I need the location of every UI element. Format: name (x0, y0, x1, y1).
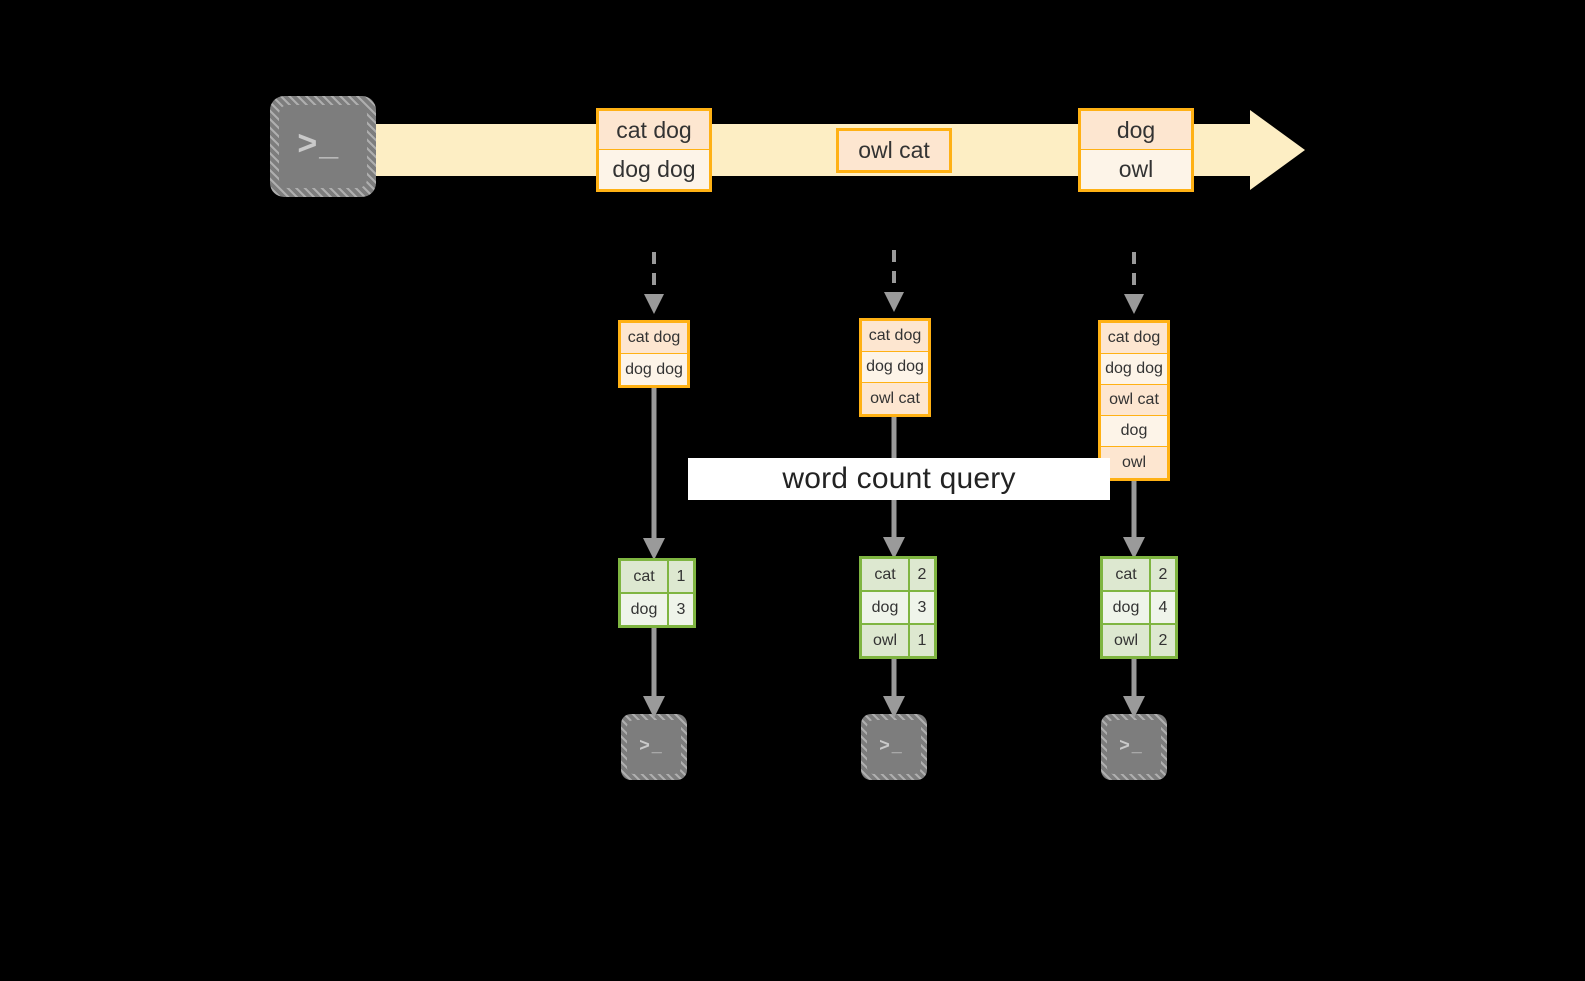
sink-terminal-2[interactable]: >_ (861, 714, 927, 780)
terminal-prompt-icon: >_ (297, 124, 341, 163)
terminal-screen (1107, 720, 1161, 774)
result-table-2[interactable]: cat 2 dog 3 owl 1 (859, 556, 937, 659)
result-word: dog (621, 594, 669, 625)
result-word: cat (621, 561, 669, 592)
result-word: dog (862, 592, 910, 623)
result-word: owl (1103, 625, 1151, 656)
result-table-1[interactable]: cat 1 dog 3 (618, 558, 696, 628)
record-line: cat dog (599, 111, 709, 150)
record-line: cat dog (621, 323, 687, 354)
dashed-connector-1 (638, 252, 670, 327)
dashed-connector-2 (878, 250, 910, 325)
terminal-prompt-icon: >_ (879, 735, 904, 756)
record-line: dog (1101, 416, 1167, 447)
record-line: owl (1081, 150, 1191, 189)
stream-batch-2[interactable]: owl cat (836, 128, 952, 173)
output-connector-3 (1118, 652, 1150, 727)
result-count: 4 (1151, 592, 1175, 623)
result-count: 3 (910, 592, 934, 623)
result-word: cat (862, 559, 910, 590)
result-count: 1 (669, 561, 693, 592)
dashed-connector-3 (1118, 252, 1150, 327)
table-row: cat 2 (862, 559, 934, 592)
result-count: 3 (669, 594, 693, 625)
stream-batch-3[interactable]: dog owl (1078, 108, 1194, 192)
result-count: 2 (910, 559, 934, 590)
snapshot-box-1[interactable]: cat dog dog dog (618, 320, 690, 388)
query-connector-1 (638, 382, 670, 569)
table-row: dog 4 (1103, 592, 1175, 625)
table-row: dog 3 (621, 594, 693, 625)
record-line: dog dog (599, 150, 709, 189)
result-word: owl (862, 625, 910, 656)
source-terminal[interactable]: >_ (270, 96, 376, 197)
record-line: owl (1101, 447, 1167, 478)
table-row: cat 2 (1103, 559, 1175, 592)
terminal-prompt-icon: >_ (639, 735, 664, 756)
record-line: dog dog (862, 352, 928, 383)
table-row: dog 3 (862, 592, 934, 625)
result-count: 2 (1151, 625, 1175, 656)
output-connector-1 (638, 622, 670, 727)
record-line: cat dog (862, 321, 928, 352)
record-line: owl cat (1101, 385, 1167, 416)
terminal-screen (867, 720, 921, 774)
query-label-band: word count query (688, 458, 1110, 500)
query-label-text: word count query (782, 462, 1016, 495)
snapshot-box-3[interactable]: cat dog dog dog owl cat dog owl (1098, 320, 1170, 481)
record-line: owl cat (862, 383, 928, 414)
sink-terminal-3[interactable]: >_ (1101, 714, 1167, 780)
query-connector-3 (1118, 473, 1150, 570)
record-line: owl cat (839, 131, 949, 170)
table-row: owl 1 (862, 625, 934, 656)
snapshot-box-2[interactable]: cat dog dog dog owl cat (859, 318, 931, 417)
record-line: dog dog (1101, 354, 1167, 385)
result-count: 1 (910, 625, 934, 656)
record-line: dog (1081, 111, 1191, 150)
terminal-screen (627, 720, 681, 774)
table-row: owl 2 (1103, 625, 1175, 656)
record-line: cat dog (1101, 323, 1167, 354)
output-connector-2 (878, 652, 910, 727)
table-row: cat 1 (621, 561, 693, 594)
terminal-screen (279, 105, 367, 188)
terminal-prompt-icon: >_ (1119, 735, 1144, 756)
result-word: dog (1103, 592, 1151, 623)
result-word: cat (1103, 559, 1151, 590)
stream-batch-1[interactable]: cat dog dog dog (596, 108, 712, 192)
record-line: dog dog (621, 354, 687, 385)
sink-terminal-1[interactable]: >_ (621, 714, 687, 780)
result-table-3[interactable]: cat 2 dog 4 owl 2 (1100, 556, 1178, 659)
result-count: 2 (1151, 559, 1175, 590)
